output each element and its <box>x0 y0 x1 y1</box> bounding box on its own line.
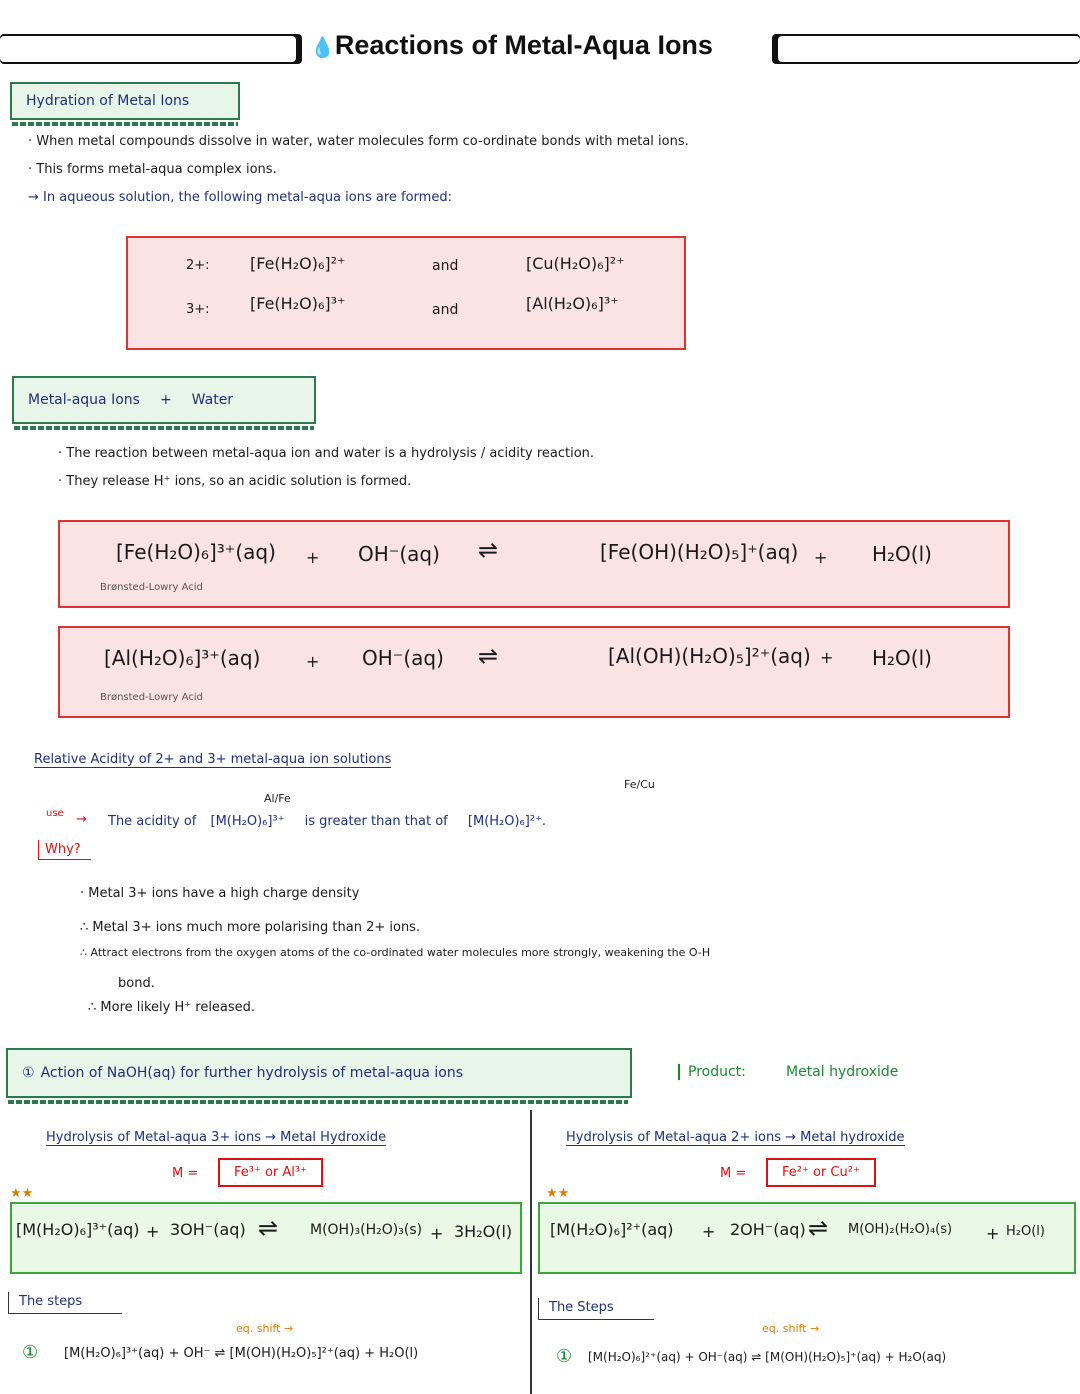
reason-line: · Metal 3+ ions have a high charge densi… <box>80 886 360 901</box>
heading-underline <box>12 122 238 126</box>
eq-product: M(OH)₃(H₂O)₃(s) <box>310 1222 423 1238</box>
eq-reagent: OH⁻(aq) <box>362 646 444 670</box>
use-note: use <box>46 808 64 819</box>
eq-water: H₂O(l) <box>1006 1224 1045 1239</box>
eq-reagent: OH⁻(aq) <box>358 542 440 566</box>
product-label: Product: <box>678 1064 746 1080</box>
and-label: and <box>432 302 459 318</box>
title-bar-left-inner <box>0 36 296 62</box>
text-line: → In aqueous solution, the following met… <box>28 190 452 205</box>
step-number: ① <box>22 1342 39 1363</box>
heading-underline <box>8 1100 628 1104</box>
metal-aqua-ions-box <box>126 236 686 350</box>
eq-plus: + <box>306 652 320 671</box>
eq-product: [Al(OH)(H₂O)₅]²⁺(aq) <box>608 644 811 668</box>
text-line: · When metal compounds dissolve in water… <box>28 134 689 149</box>
ion-al3: [Al(H₂O)₆]³⁺ <box>526 294 619 313</box>
reason-line: ∴ Metal 3+ ions much more polarising tha… <box>80 920 421 935</box>
eq-plus: + <box>702 1222 716 1241</box>
fe-cu-note: Fe/Cu <box>624 778 655 791</box>
charge-label: 3+: <box>186 302 210 317</box>
and-label: and <box>432 258 459 274</box>
reason-line: ∴ Attract electrons from the oxygen atom… <box>80 946 711 959</box>
eq-water: H₂O(l) <box>872 542 932 566</box>
eq-water: 3H₂O(l) <box>454 1222 513 1241</box>
droplets-icon: 💧 <box>310 37 335 59</box>
equilibrium-arrow: ⇌ <box>478 642 498 670</box>
eq-plus: + <box>306 548 320 567</box>
eq-shift-label: eq. shift → <box>762 1322 820 1335</box>
eq-product: [Fe(OH)(H₂O)₅]⁺(aq) <box>600 540 799 564</box>
section-heading-metal-aqua-water: Metal-aqua Ions + Water <box>12 376 316 424</box>
step-number: ① <box>556 1346 573 1367</box>
text-line: · This forms metal-aqua complex ions. <box>28 162 277 177</box>
m-label: M = <box>720 1166 747 1181</box>
equation-box-al <box>58 626 1010 718</box>
eq-reagent: 3OH⁻(aq) <box>170 1220 246 1239</box>
text-line: · They release H⁺ ions, so an acidic sol… <box>58 474 412 489</box>
section-heading-relative-acidity: Relative Acidity of 2+ and 3+ metal-aqua… <box>34 752 392 768</box>
star-icon: ★★ <box>10 1186 34 1201</box>
eq-reagent: 2OH⁻(aq) <box>730 1220 806 1239</box>
product-value: Metal hydroxide <box>786 1064 899 1080</box>
eq-plus: + <box>146 1222 160 1241</box>
why-label: Why? <box>38 840 91 860</box>
m-value: Fe³⁺ or Al³⁺ <box>218 1158 323 1187</box>
eq-plus: + <box>820 648 834 667</box>
left-column-title: Hydrolysis of Metal-aqua 3+ ions → Metal… <box>46 1130 387 1146</box>
eq-plus: + <box>814 548 828 567</box>
column-divider <box>530 1110 532 1394</box>
page-title: 💧Reactions of Metal-Aqua Ions <box>310 30 713 60</box>
ion-fe2: [Fe(H₂O)₆]²⁺ <box>250 254 346 273</box>
equilibrium-arrow: ⇌ <box>258 1214 278 1242</box>
step-equation: [M(H₂O)₆]³⁺(aq) + OH⁻ ⇌ [M(OH)(H₂O)₅]²⁺(… <box>64 1346 419 1361</box>
steps-label: The steps <box>8 1292 123 1314</box>
charge-label: 2+: <box>186 258 210 273</box>
title-bar-right-inner <box>778 36 1080 62</box>
eq-plus: + <box>430 1224 444 1243</box>
steps-label: The Steps <box>538 1298 654 1320</box>
equilibrium-arrow: ⇌ <box>808 1214 828 1242</box>
m-value: Fe²⁺ or Cu²⁺ <box>766 1158 876 1187</box>
step-equation: [M(H₂O)₆]²⁺(aq) + OH⁻(aq) ⇌ [M(OH)(H₂O)₅… <box>588 1350 947 1364</box>
left-equation-box <box>10 1202 522 1274</box>
eq-plus: + <box>986 1224 1000 1243</box>
eq-product: M(OH)₂(H₂O)₄(s) <box>848 1222 953 1237</box>
section-heading-hydration: Hydration of Metal Ions <box>10 82 240 120</box>
right-equation-box <box>538 1202 1076 1274</box>
al-fe-note: Al/Fe <box>264 792 291 805</box>
heading-underline <box>14 426 314 430</box>
text-line: · The reaction between metal-aqua ion an… <box>58 446 595 461</box>
eq-left: [M(H₂O)₆]²⁺(aq) <box>550 1220 674 1239</box>
right-column-title: Hydrolysis of Metal-aqua 2+ ions → Metal… <box>566 1130 905 1146</box>
ion-cu2: [Cu(H₂O)₆]²⁺ <box>526 254 625 273</box>
acidity-statement: The acidity of [M(H₂O)₆]³⁺ is greater th… <box>108 814 547 829</box>
eq-shift-label: eq. shift → <box>236 1322 294 1335</box>
reason-line: bond. <box>118 976 155 991</box>
eq-left: [Al(H₂O)₆]³⁺(aq) <box>104 646 261 670</box>
m-label: M = <box>172 1166 199 1181</box>
eq-note: Brønsted-Lowry Acid <box>100 692 203 703</box>
arrow-icon: → <box>76 812 87 827</box>
reason-line: ∴ More likely H⁺ released. <box>88 1000 256 1015</box>
section-heading-naoh: ① Action of NaOH(aq) for further hydroly… <box>6 1048 632 1098</box>
eq-note: Brønsted-Lowry Acid <box>100 582 203 593</box>
eq-left: [Fe(H₂O)₆]³⁺(aq) <box>116 540 276 564</box>
ion-fe3: [Fe(H₂O)₆]³⁺ <box>250 294 346 313</box>
equation-box-fe <box>58 520 1010 608</box>
star-icon: ★★ <box>546 1186 570 1201</box>
eq-water: H₂O(l) <box>872 646 932 670</box>
eq-left: [M(H₂O)₆]³⁺(aq) <box>16 1220 140 1239</box>
equilibrium-arrow: ⇌ <box>478 536 498 564</box>
